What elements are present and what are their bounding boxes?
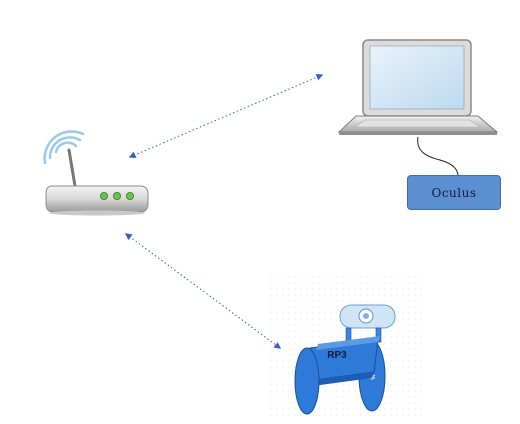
wifi-router-icon xyxy=(43,130,149,216)
robot-icon: ✱ xyxy=(268,272,423,420)
cable-laptop-oculus xyxy=(417,136,459,177)
robot-label: RP3 xyxy=(327,350,347,361)
link-router-laptop xyxy=(128,73,324,159)
wifi-signal-icon xyxy=(43,130,85,165)
laptop-icon xyxy=(337,39,499,135)
oculus-label: Oculus xyxy=(431,185,477,200)
oculus-node: Oculus xyxy=(407,175,501,210)
link-router-robot xyxy=(124,233,282,349)
